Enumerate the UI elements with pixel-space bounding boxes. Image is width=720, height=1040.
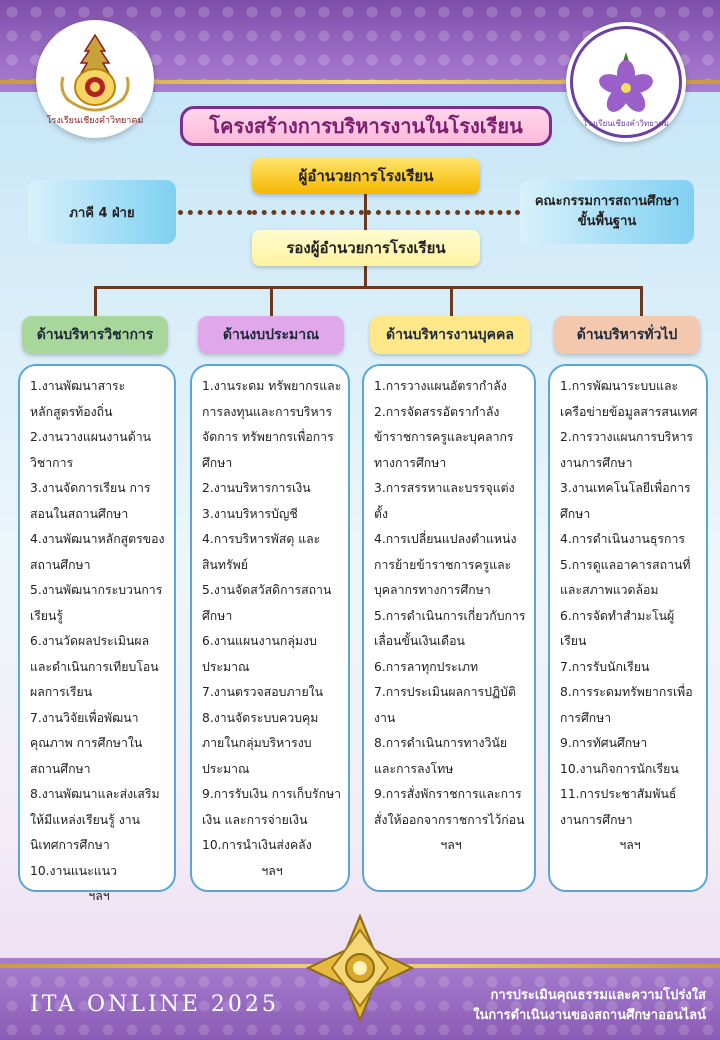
- list-item: 3.งานบริหารบัญชี: [202, 506, 298, 521]
- gold-thai-flower-ornament-icon: [305, 913, 415, 1023]
- list-item: 6.การลาทุกประเภท: [374, 659, 479, 674]
- list-item: 6.งานวัดผลประเมินผลและดำเนินการเทียบโอนผ…: [30, 634, 159, 699]
- dept-2-drop-line: [270, 286, 273, 316]
- list-item: 9.การสั่งพักราชการและการสั่งให้ออกจากราช…: [374, 787, 525, 827]
- dept-budget-header: ด้านงบประมาณ: [198, 316, 344, 354]
- dept-4-drop-line: [640, 286, 643, 316]
- list-item: 3.งานเทคโนโลยีเพื่อการศึกษา: [560, 481, 691, 521]
- footer-subtitle: การประเมินคุณธรรมและความโปร่งใส ในการดำเ…: [408, 986, 706, 1026]
- school-emblem-icon: โรงเรียนเชียงคำวิทยาคม: [47, 33, 144, 126]
- list-item: 1.การพัฒนาระบบและเครือข่ายข้อมูลสารสนเทศ: [560, 379, 698, 419]
- list-item: 9.การรับเงิน การเก็บรักษาเงิน และการจ่าย…: [202, 787, 342, 827]
- list-item: 11.การประชาสัมพันธ์งานการศึกษา: [560, 787, 677, 827]
- list-item: 7.งานตรวจสอบภายใน: [202, 685, 324, 699]
- dotted-connector-left: [178, 210, 252, 215]
- director-box: ผู้อำนวยการโรงเรียน: [252, 158, 480, 194]
- list-item: 10.งานกิจการนักเรียน: [560, 761, 679, 776]
- list-item: 7.งานวิจัยเพื่อพัฒนาคุณภาพ การศึกษาในสถา…: [30, 710, 143, 776]
- list-etc: ฯลฯ: [619, 838, 641, 852]
- dotted-connector-center-left: [252, 210, 364, 215]
- footer-title: ITA ONLINE 2025: [30, 992, 279, 1017]
- list-item: 5.งานพัฒนากระบวนการเรียนรู้: [30, 583, 163, 623]
- page-title: โครงสร้างการบริหารงานในโรงเรียน: [180, 106, 552, 146]
- list-item: 2.งานบริหารการเงิน: [202, 481, 311, 495]
- list-item: 5.งานจัดสวัสดิการสถานศึกษา: [202, 583, 332, 623]
- logo-right-ring: [570, 26, 682, 138]
- deputy-director-box: รองผู้อำนวยการโรงเรียน: [252, 230, 480, 266]
- list-item: 5.การดูแลอาคารสถานที่และสภาพแวดล้อม: [560, 557, 691, 598]
- list-item: 4.การเปลี่ยนแปลงตำแหน่งการย้ายข้าราชการค…: [374, 532, 517, 597]
- list-item: 9.การทัศนศึกษา: [560, 736, 648, 750]
- dotted-connector-right: [480, 210, 520, 215]
- list-item: 8.การระดมทรัพยากรเพื่อการศึกษา: [560, 685, 693, 725]
- dept-academic-header: ด้านบริหารวิชาการ: [22, 316, 168, 354]
- list-item: 3.การสรรหาและบรรจุแต่งตั้ง: [374, 481, 515, 521]
- dept-personnel-list: 1.การวางแผนอัตรากำลัง 2.การจัดสรรอัตรากำล…: [362, 364, 536, 892]
- list-item: 1.งานพัฒนาสาระหลักสูตรท้องถิ่น: [30, 379, 126, 419]
- school-logo-right: โรงเรียนเชียงคำวิทยาคม: [566, 22, 686, 142]
- list-item: 2.การวางแผนการบริหารงานการศึกษา: [560, 430, 694, 470]
- list-item: 4.งานพัฒนาหลักสูตรของสถานศึกษา: [30, 532, 165, 572]
- list-item: 8.งานพัฒนาและส่งเสริมให้มีแหล่งเรียนรู้ …: [30, 787, 160, 852]
- school-board-line-1: คณะกรรมการสถานศึกษา: [534, 194, 680, 209]
- list-item: 2.การจัดสรรอัตรากำลังข้าราชการครูและบุคล…: [374, 404, 514, 470]
- dept-3-drop-line: [450, 286, 453, 316]
- list-item: 5.การดำเนินการเกี่ยวกับการเลื่อนขั้นเงิน…: [374, 608, 526, 649]
- dept-1-drop-line: [94, 286, 97, 316]
- list-item: 8.งานจัดระบบควบคุมภายในกลุ่มบริหารงบประม…: [202, 710, 319, 776]
- school-board-line-2: ขั้นพื้นฐาน: [577, 214, 637, 229]
- list-item: 10.การนำเงินส่งคลัง: [202, 838, 312, 852]
- header-gold-stripe: [0, 80, 720, 84]
- dept-general-list: 1.การพัฒนาระบบและเครือข่ายข้อมูลสารสนเทศ…: [548, 364, 708, 892]
- footer-subtitle-line-1: การประเมินคุณธรรมและความโปร่งใส: [490, 988, 706, 1003]
- list-etc: ฯลฯ: [261, 863, 283, 878]
- list-item: 2.งานวางแผนงานด้านวิชาการ: [30, 430, 152, 470]
- deputy-down-line: [364, 266, 367, 286]
- list-item: 4.การบริหารพัสดุ และสินทรัพย์: [202, 532, 321, 572]
- dept-budget-list: 1.งานระดม ทรัพยากรและการลงทุนและการบริหา…: [190, 364, 350, 892]
- logo-left-caption: โรงเรียนเชียงคำวิทยาคม: [47, 115, 144, 126]
- list-etc: ฯลฯ: [88, 889, 110, 903]
- list-item: 8.การดำเนินการทางวินัยและการลงโทษ: [374, 736, 508, 776]
- dotted-connector-center-right: [366, 210, 480, 215]
- partner-four-sector-box: ภาคี 4 ฝ่าย: [28, 180, 176, 244]
- dept-general-header: ด้านบริหารทั่วไป: [554, 316, 700, 354]
- list-item: 1.งานระดม ทรัพยากรและการลงทุนและการบริหา…: [202, 379, 342, 470]
- departments-bus-line: [94, 286, 642, 289]
- list-etc: ฯลฯ: [440, 838, 462, 852]
- list-item: 7.การรับนักเรียน: [560, 659, 650, 674]
- list-item: 3.งานจัดการเรียน การสอนในสถานศึกษา: [30, 481, 151, 521]
- dept-academic-list: 1.งานพัฒนาสาระหลักสูตรท้องถิ่น 2.งานวางแผ…: [18, 364, 176, 903]
- footer-subtitle-line-2: ในการดำเนินงานของสถานศึกษาออนไลน์: [473, 1008, 706, 1023]
- list-item: 10.งานแนะแนว: [30, 863, 118, 878]
- list-item: 7.การประเมินผลการปฏิบัติงาน: [374, 685, 516, 725]
- list-item: 4.การดำเนินงานธุรการ: [560, 532, 685, 546]
- school-board-box: คณะกรรมการสถานศึกษา ขั้นพื้นฐาน: [520, 180, 694, 244]
- dept-personnel-header: ด้านบริหารงานบุคคล: [370, 316, 530, 354]
- list-item: 6.งานแผนงานกลุ่มงบประมาณ: [202, 634, 317, 674]
- school-logo-left: โรงเรียนเชียงคำวิทยาคม: [36, 20, 154, 138]
- director-deputy-line: [364, 194, 367, 230]
- list-item: 1.การวางแผนอัตรากำลัง: [374, 379, 507, 393]
- list-item: 6.การจัดทำสำมะโนผู้เรียน: [560, 608, 675, 649]
